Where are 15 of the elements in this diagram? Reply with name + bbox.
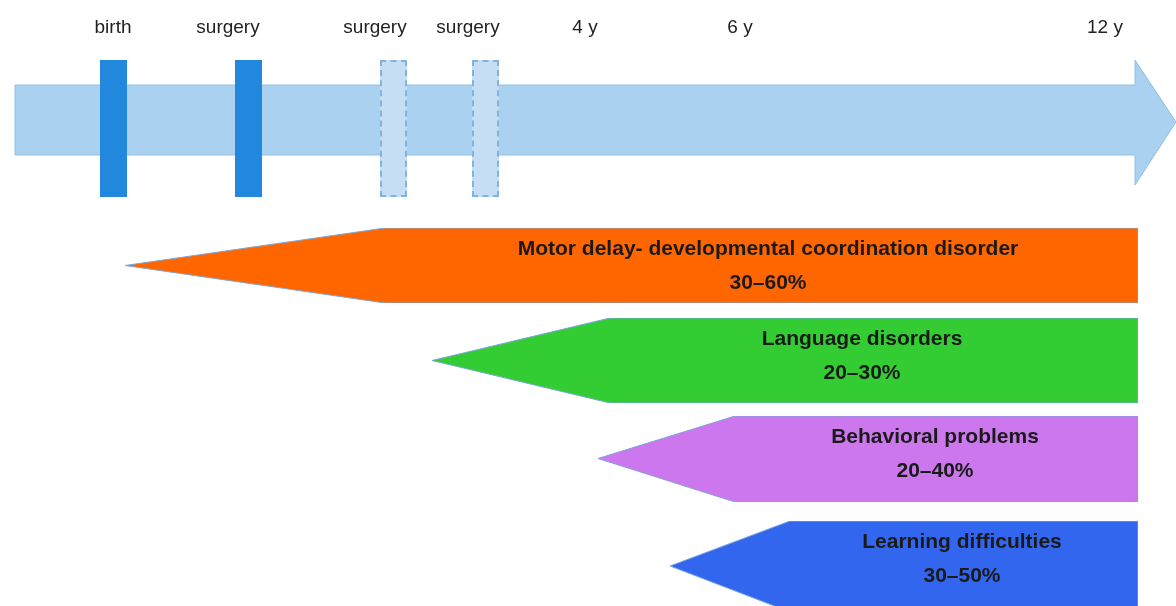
band-title: Learning difficulties: [862, 529, 1062, 553]
percentage-range: 20–30%: [823, 360, 901, 384]
age-label: 4 y: [572, 16, 598, 38]
percentage-range: 20–40%: [896, 458, 974, 482]
band-title: Motor delay- developmental coordination disorder: [517, 236, 1019, 260]
band-title: Language disorders: [761, 326, 963, 350]
percentage-range: 30–60%: [729, 270, 807, 294]
band-title: Behavioral problems: [831, 424, 1039, 448]
age-label: 12 y: [1087, 16, 1123, 38]
marker-label: birth: [94, 16, 132, 38]
marker-label: surgery: [196, 16, 260, 38]
age-label: 6 y: [727, 16, 753, 38]
marker-label: surgery: [343, 16, 407, 38]
marker-label: surgery: [436, 16, 500, 38]
percentage-range: 30–50%: [923, 563, 1001, 587]
